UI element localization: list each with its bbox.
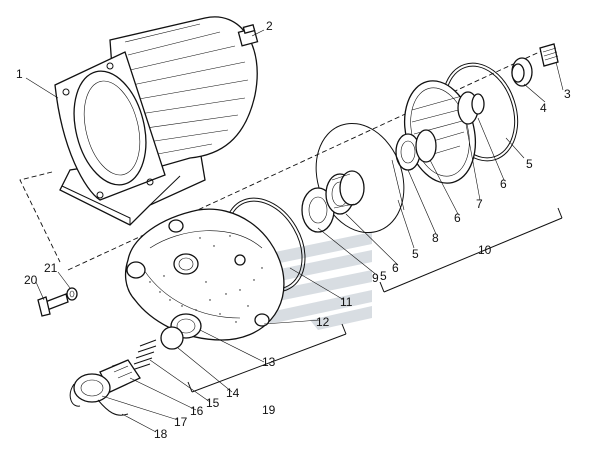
callout-10: 10 [478,243,492,257]
callout-6-middle: 6 [454,211,461,225]
ball-part-14 [160,326,184,350]
spring-part-15 [131,339,157,371]
cover-stipple [149,235,263,323]
callout-14: 14 [226,386,240,400]
callout-20: 20 [24,273,38,287]
plug-part-3 [539,43,559,67]
washer-part-21 [66,287,78,301]
plug-part-16-17 [73,359,141,403]
callout-15: 15 [206,396,220,410]
group-bracket-19 [187,323,347,393]
callout-7: 7 [476,197,483,211]
callout-9: 9 [372,271,379,285]
callout-18: 18 [154,427,168,441]
callout-2: 2 [266,19,273,33]
callout-6-left: 6 [392,261,399,275]
callout-13: 13 [262,355,276,369]
callout-19: 19 [262,403,276,417]
callout-5-right: 5 [526,157,533,171]
callout-4: 4 [540,101,547,115]
lock-wire-part-18 [69,383,129,416]
callout-12: 12 [316,315,330,329]
callout-5-middle: 5 [412,247,419,261]
leader-lines [25,29,564,433]
group-bracket-10 [379,207,563,293]
bolt-part-20 [37,293,69,317]
callout-16: 16 [190,404,204,418]
fitting-part-2 [237,24,259,47]
callout-3: 3 [564,87,571,101]
piston-disk [404,80,485,184]
callout-11: 11 [340,295,353,309]
callout-1: 1 [16,67,23,81]
callout-labels: 1 2 3 4 5 5 5 6 6 6 7 8 9 10 11 12 13 14… [16,19,571,441]
callout-8: 8 [432,231,439,245]
seal-part-6-7 [395,129,437,171]
valve-part-4 [511,57,533,87]
housing-part-1 [54,16,258,226]
cover-part-12 [124,208,285,341]
callout-17: 17 [174,415,188,429]
callout-6-right: 6 [500,177,507,191]
callout-21: 21 [44,261,58,275]
callout-5-left: 5 [380,269,387,283]
bushing-part-9 [301,170,365,233]
